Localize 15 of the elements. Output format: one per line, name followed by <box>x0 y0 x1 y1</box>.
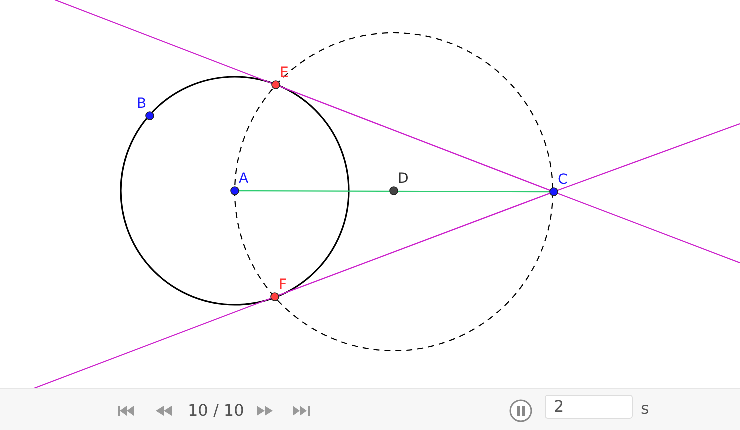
point <box>390 171 410 195</box>
line-segment <box>278 192 550 296</box>
point <box>137 96 154 120</box>
unit-label: s <box>641 399 650 418</box>
point-label: F <box>279 277 288 293</box>
point-label: D <box>398 171 409 187</box>
input-field: 2 <box>545 395 633 419</box>
point-label: A <box>239 171 249 187</box>
point <box>550 172 570 196</box>
point <box>231 171 251 195</box>
line-segment <box>239 190 550 193</box>
frame-counter: 10 / 10 <box>188 401 244 420</box>
line-segment <box>280 86 550 192</box>
point-label: C <box>558 172 568 188</box>
point-label: B <box>137 96 147 112</box>
